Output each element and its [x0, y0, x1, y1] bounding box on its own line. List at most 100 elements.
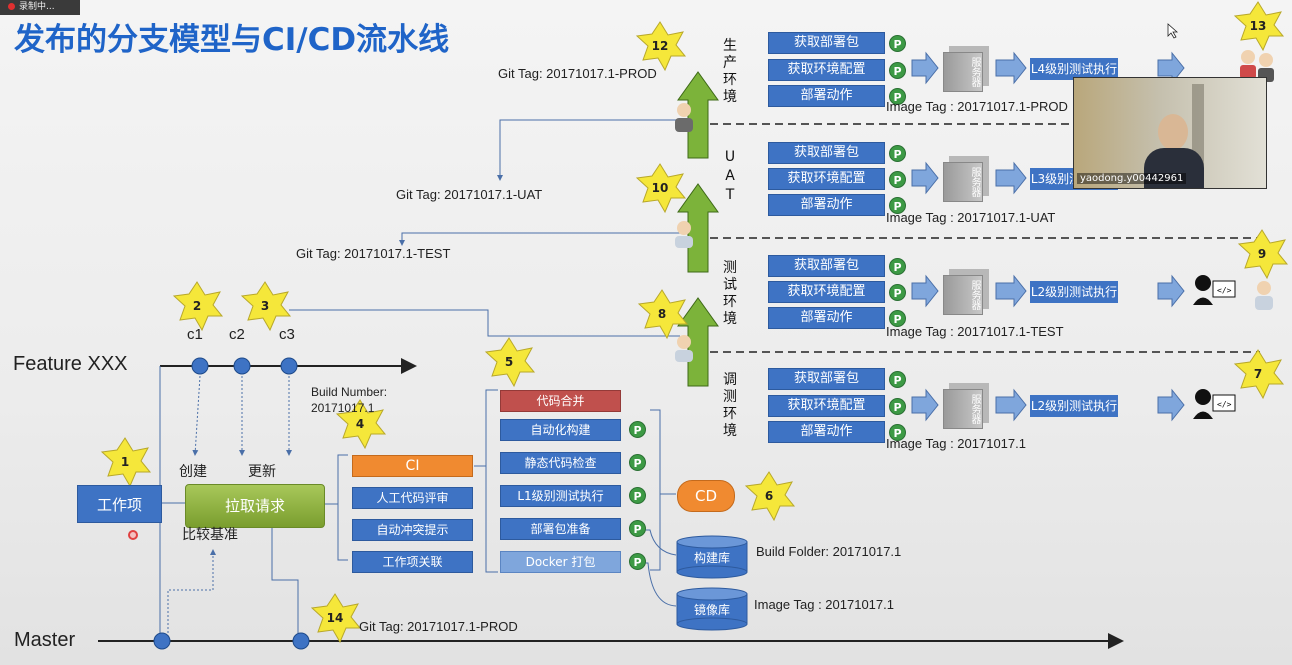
- create-label: 创建: [179, 464, 207, 480]
- commit-c1-label: c1: [187, 326, 203, 343]
- env-uat-deploy[interactable]: 部署动作: [768, 194, 885, 216]
- star-10: [635, 163, 687, 214]
- pass-icon: P: [629, 553, 646, 570]
- pointer-marker: [128, 530, 138, 540]
- env-test-get-config[interactable]: 获取环境配置: [768, 281, 885, 303]
- pass-icon: P: [889, 371, 906, 388]
- ci-step-package-prep[interactable]: 部署包准备: [500, 518, 621, 540]
- cursor-icon: [1167, 23, 1179, 39]
- image-repo-cylinder: [676, 587, 748, 631]
- update-label: 更新: [248, 464, 276, 480]
- star-13: [1233, 1, 1285, 52]
- env-debug-get-package[interactable]: 获取部署包: [768, 368, 885, 390]
- step-number: 4: [355, 417, 365, 431]
- pass-icon: P: [889, 171, 906, 188]
- step-number: 1: [120, 455, 130, 469]
- ci-check-code-review[interactable]: 人工代码评审: [352, 487, 473, 509]
- star-4: [335, 399, 387, 450]
- ci-check-conflict[interactable]: 自动冲突提示: [352, 519, 473, 541]
- person-icon-prod: [675, 103, 693, 132]
- ci-box[interactable]: CI: [352, 455, 473, 477]
- commit-c2: [233, 357, 251, 375]
- person-head: [1158, 114, 1188, 150]
- env-prod-get-package[interactable]: 获取部署包: [768, 32, 885, 54]
- pass-icon: P: [629, 421, 646, 438]
- tester-icon-test: [1255, 281, 1273, 310]
- env-prod-deploy[interactable]: 部署动作: [768, 85, 885, 107]
- promote-arrow-test: [677, 297, 719, 387]
- step-number: 7: [1253, 367, 1263, 381]
- build-folder-label: Build Folder: 20171017.1: [756, 544, 902, 559]
- master-commit-1: [153, 632, 171, 650]
- person-body: [1144, 148, 1204, 188]
- pass-icon: P: [889, 62, 906, 79]
- build-repo-cylinder: [676, 535, 748, 579]
- person-icon-test-gate: [675, 335, 693, 362]
- pull-request-box[interactable]: 拉取请求: [185, 484, 325, 528]
- ci-step-docker-pack[interactable]: Docker 打包: [500, 551, 621, 573]
- pass-icon: P: [889, 310, 906, 327]
- code-merge-box[interactable]: 代码合并: [500, 390, 621, 412]
- git-tag-master-prod: Git Tag: 20171017.1-PROD: [359, 619, 518, 634]
- env-debug-get-config[interactable]: 获取环境配置: [768, 395, 885, 417]
- level-test-debug[interactable]: L2级别测试执行: [1030, 395, 1118, 417]
- person-icon-uat: [675, 221, 693, 248]
- webcam-overlay[interactable]: yaodong.y00442961: [1073, 77, 1267, 189]
- svg-text:</>: </>: [1217, 400, 1232, 409]
- env-test-get-package[interactable]: 获取部署包: [768, 255, 885, 277]
- cd-box[interactable]: CD: [677, 480, 735, 512]
- feature-branch-label: Feature XXX: [13, 353, 128, 375]
- server-icon-uat: 服务器: [943, 162, 983, 202]
- image-repo-label: 镜像库: [693, 603, 730, 617]
- ci-check-work-item-link[interactable]: 工作项关联: [352, 551, 473, 573]
- env-label-prod: 生产环境: [723, 38, 737, 105]
- git-tag-uat: Git Tag: 20171017.1-UAT: [396, 187, 543, 202]
- star-9: [1237, 229, 1289, 280]
- commit-c1: [191, 357, 209, 375]
- ci-step-l1-test[interactable]: L1级别测试执行: [500, 485, 621, 507]
- compare-baseline-label: 比较基准: [182, 527, 238, 543]
- env-uat-get-config[interactable]: 获取环境配置: [768, 168, 885, 190]
- step-number: 3: [260, 299, 270, 313]
- image-tag-debug: Image Tag : 20171017.1: [886, 436, 1026, 451]
- git-tag-test: Git Tag: 20171017.1-TEST: [296, 246, 451, 261]
- step-number: 5: [504, 355, 514, 369]
- step-number: 2: [192, 299, 202, 313]
- master-commit-2: [292, 632, 310, 650]
- ci-step-auto-build[interactable]: 自动化构建: [500, 419, 621, 441]
- image-tag-uat: Image Tag : 20171017.1-UAT: [886, 210, 1056, 225]
- pass-icon: P: [889, 284, 906, 301]
- level-test-prod[interactable]: L4级别测试执行: [1030, 58, 1118, 80]
- env-label-debug: 调测环境: [723, 372, 737, 439]
- commit-c3-label: c3: [279, 326, 295, 343]
- env-uat-get-package[interactable]: 获取部署包: [768, 142, 885, 164]
- env-test-deploy[interactable]: 部署动作: [768, 307, 885, 329]
- level-test-test[interactable]: L2级别测试执行: [1030, 281, 1118, 303]
- env-prod-get-config[interactable]: 获取环境配置: [768, 59, 885, 81]
- record-icon: [8, 3, 15, 10]
- env-label-test: 测试环境: [723, 260, 737, 327]
- star-2: [172, 281, 224, 332]
- promote-arrow-uat: [677, 183, 719, 273]
- ci-step-static-check[interactable]: 静态代码检查: [500, 452, 621, 474]
- env-debug-deploy[interactable]: 部署动作: [768, 421, 885, 443]
- step-number: 14: [326, 611, 344, 625]
- server-icon-test: 服务器: [943, 275, 983, 315]
- build-number-label: Build Number:: [311, 385, 388, 399]
- pass-icon: P: [629, 520, 646, 537]
- pass-icon: P: [889, 145, 906, 162]
- git-tag-prod: Git Tag: 20171017.1-PROD: [498, 66, 657, 81]
- star-6: [744, 471, 796, 522]
- build-number-value: 20171017.1: [311, 401, 375, 415]
- star-7: [1233, 349, 1285, 400]
- step-number: 8: [657, 307, 667, 321]
- svg-text:</>: </>: [1217, 286, 1232, 295]
- pass-icon: P: [889, 424, 906, 441]
- work-item-box[interactable]: 工作项: [77, 485, 162, 523]
- build-repo-label: 构建库: [693, 551, 730, 565]
- page-title: 发布的分支模型与CI/CD流水线: [14, 22, 450, 58]
- developer-icon-test: </>: [1193, 275, 1236, 305]
- step-number: 9: [1257, 247, 1267, 261]
- pass-icon: P: [629, 454, 646, 471]
